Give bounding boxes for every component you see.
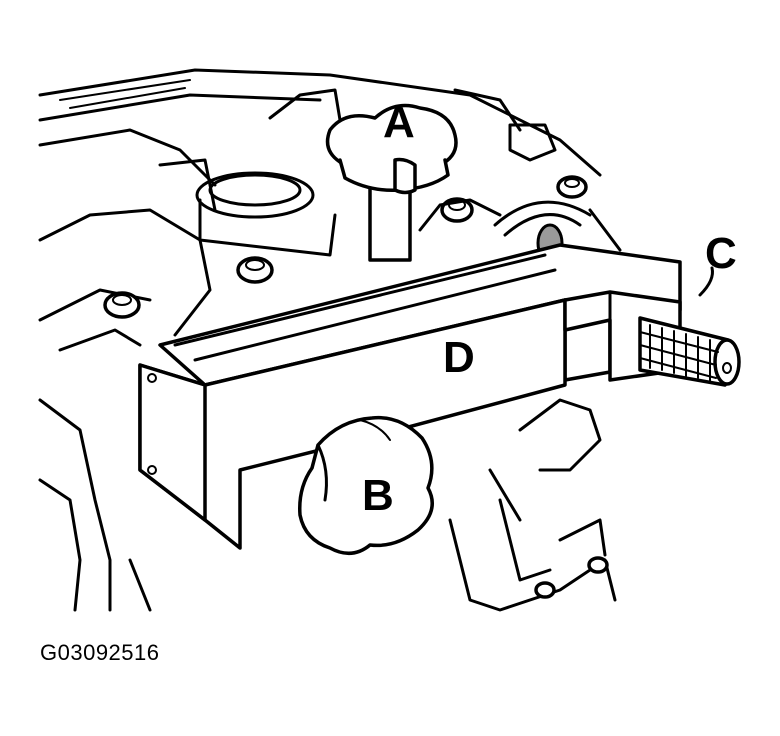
callout-d: D: [443, 333, 475, 382]
knurled-knob-c: [638, 266, 741, 387]
knob-a: [325, 103, 458, 262]
bolt-center: [236, 256, 274, 284]
bolt-right-2: [556, 175, 588, 199]
callout-c: C: [705, 229, 737, 278]
knob-b: [298, 415, 434, 555]
figure-code: G03092516: [40, 640, 160, 665]
callout-b: B: [362, 471, 394, 520]
bolt-left: [103, 291, 141, 319]
engine-background: [38, 68, 622, 612]
callout-a: A: [383, 98, 415, 147]
